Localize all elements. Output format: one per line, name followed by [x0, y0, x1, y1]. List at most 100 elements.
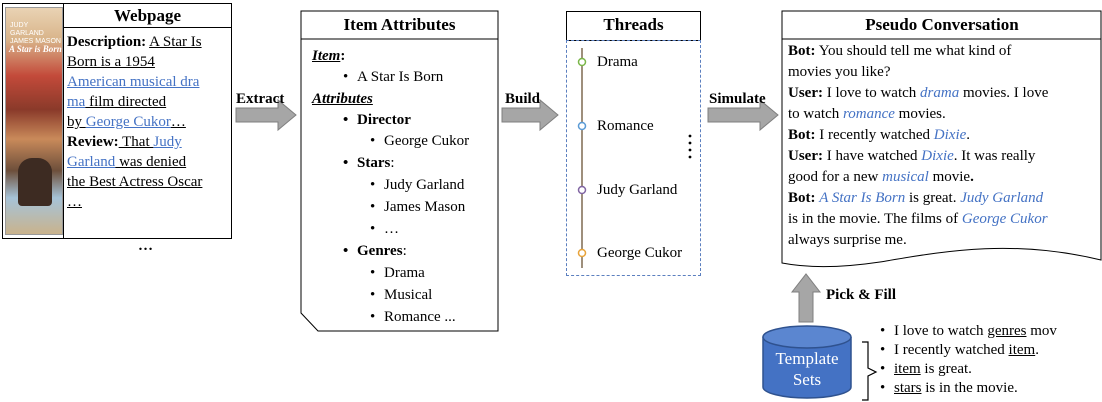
- musical-drama-link[interactable]: American musical dra: [67, 74, 200, 90]
- desc-text: by: [67, 114, 86, 130]
- thread-item: George Cukor: [597, 245, 683, 261]
- user-label: User:: [788, 148, 823, 164]
- attr-genre-item: •Romance ...: [370, 309, 456, 325]
- bot-text: movies you like?: [788, 64, 891, 80]
- pick-fill-label: Pick & Fill: [826, 287, 896, 303]
- extract-arrow: [235, 98, 297, 132]
- review-text: That: [118, 134, 154, 150]
- template-list: •I love to watch genres mov •I recently …: [880, 322, 1102, 398]
- template-slot: item: [894, 361, 921, 377]
- bot-label: Bot:: [788, 43, 816, 59]
- user-text: movies.: [894, 106, 946, 122]
- template-item: •I love to watch genres mov: [880, 323, 1057, 339]
- attr-item-value: •A Star Is Born: [343, 69, 444, 85]
- review-text: the Best Actress Oscar: [67, 174, 203, 190]
- extract-label: Extract: [236, 91, 285, 107]
- attr-stars: •Stars:: [343, 155, 395, 171]
- thread-item: Romance: [597, 118, 654, 134]
- template-sets-label: Template Sets: [763, 348, 851, 390]
- star-text: James Mason: [384, 199, 466, 215]
- desc-text: A Star Is: [149, 34, 202, 50]
- threads-panel: [566, 40, 701, 276]
- user-text: good for a new: [788, 169, 883, 185]
- template-slot: genres: [987, 323, 1027, 339]
- star-text: Judy Garland: [384, 177, 465, 193]
- musical-drama-link[interactable]: ma: [67, 94, 86, 110]
- garland-link[interactable]: Garland: [67, 154, 116, 170]
- director-label: Director: [357, 112, 411, 128]
- highlight-director: George Cukor: [961, 211, 1048, 227]
- bot-label: Bot:: [788, 190, 816, 206]
- user-text: movies. I love: [959, 85, 1049, 101]
- review-text: was denied: [115, 154, 187, 170]
- conversation-title: Pseudo Conversation: [865, 15, 1019, 34]
- director-value-text: George Cukor: [384, 133, 470, 149]
- user-label: User:: [788, 85, 823, 101]
- attr-genres: •Genres:: [343, 243, 407, 259]
- description-label: Description:: [67, 34, 147, 50]
- genre-text: Drama: [384, 265, 425, 281]
- user-text: I have watched: [822, 148, 922, 164]
- thread-marker-dot: [577, 185, 587, 195]
- genres-colon: :: [402, 243, 407, 259]
- threads-timeline: [577, 48, 692, 268]
- user-text: to watch: [788, 106, 843, 122]
- webpage-text: Description: A Star Is Born is a 1954 Am…: [67, 32, 231, 212]
- thread-item: Drama: [597, 54, 638, 70]
- user-text: movie: [928, 169, 971, 185]
- attr-star-item: •James Mason: [370, 199, 466, 215]
- thread-marker-dot: [577, 57, 587, 67]
- bot-text: You should tell me what kind of: [815, 43, 1012, 59]
- pick-fill-arrow: [790, 273, 822, 323]
- star-text: …: [384, 221, 399, 237]
- highlight-genre: drama: [920, 85, 960, 101]
- webpage-title: Webpage: [113, 6, 182, 25]
- highlight-genre: musical: [882, 169, 929, 185]
- template-item: •stars is in the movie.: [880, 380, 1018, 396]
- bot-text: .: [966, 127, 971, 143]
- threads-title-box: [566, 11, 701, 41]
- thread-marker-dot: [577, 121, 587, 131]
- attributes-title: Item Attributes: [343, 15, 456, 34]
- judy-link[interactable]: Judy: [153, 134, 182, 150]
- stars-colon: :: [390, 155, 395, 171]
- attr-genre-item: •Drama: [370, 265, 425, 281]
- bot-label: Bot:: [788, 127, 816, 143]
- template-item: •I recently watched item.: [880, 342, 1039, 358]
- highlight-item: Dixie: [921, 148, 954, 164]
- item-heading-text: Item: [312, 48, 341, 64]
- item-heading: Item:: [312, 46, 345, 66]
- bot-text: is great.: [905, 190, 961, 206]
- webpage-divider: [63, 3, 64, 239]
- template-brace: [862, 341, 878, 401]
- review-label: Review:: [67, 134, 119, 150]
- highlight-genre: romance: [842, 106, 895, 122]
- stars-label: Stars: [357, 155, 391, 171]
- attr-star-item: •…: [370, 221, 399, 237]
- review-text: …: [67, 194, 82, 210]
- simulate-arrow: [707, 98, 779, 132]
- webpage-more-ellipsis: …: [138, 238, 153, 254]
- simulate-label: Simulate: [709, 91, 766, 107]
- thread-marker-dot: [577, 248, 587, 258]
- vertical-ellipsis-icon: [688, 134, 692, 159]
- conversation-text: Bot: You should tell me what kind of mov…: [788, 41, 1102, 251]
- attr-director-value: •George Cukor: [370, 133, 470, 149]
- user-text: . It was really: [953, 148, 1036, 164]
- george-cukor-link[interactable]: George Cukor: [85, 114, 171, 130]
- template-item: •item is great.: [880, 361, 972, 377]
- threads-title: Threads: [603, 15, 664, 34]
- bot-text: always surprise me.: [788, 232, 907, 248]
- attr-star-item: •Judy Garland: [370, 177, 465, 193]
- genres-label: Genres: [357, 243, 403, 259]
- highlight-item: A Star Is Born: [819, 190, 906, 206]
- genre-text: Musical: [384, 287, 433, 303]
- item-colon: :: [340, 48, 346, 64]
- template-label-line: Sets: [792, 370, 822, 389]
- bot-text: is in the movie. The films of: [788, 211, 962, 227]
- template-slot: stars: [894, 380, 922, 396]
